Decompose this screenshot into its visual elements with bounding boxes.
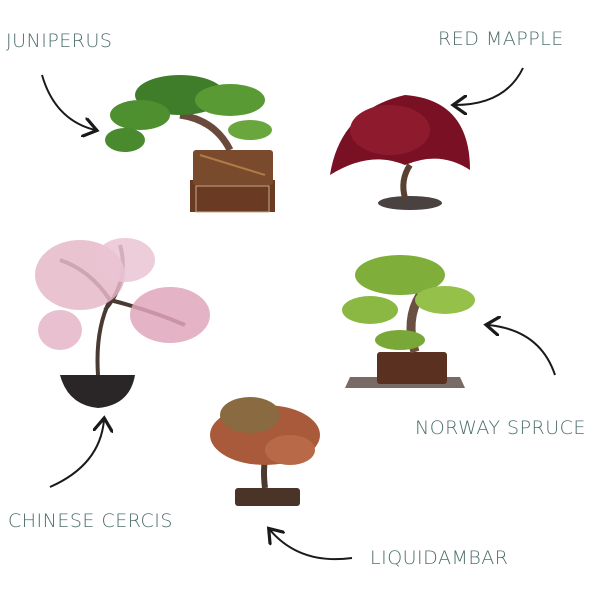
- red-mapple-tree-image: [330, 95, 470, 210]
- norway-spruce-tree-image: [342, 255, 475, 388]
- liquidambar-tree-image: [210, 397, 320, 506]
- chinese-cercis-tree-image: [35, 238, 210, 408]
- label-juniperus: JUNIPERUS: [6, 30, 113, 52]
- label-red-mapple: RED MAPPLE: [438, 28, 564, 50]
- arrow-liquidambar: [270, 530, 353, 561]
- arrow-juniperus: [41, 74, 95, 130]
- label-norway-spruce: NORWAY SPRUCE: [415, 417, 586, 439]
- juniperus-tree-image: [105, 75, 275, 213]
- label-liquidambar: LIQUIDAMBAR: [370, 547, 509, 569]
- arrow-norway-spruce: [488, 325, 556, 376]
- label-chinese-cercis: CHINESE CERCIS: [8, 510, 173, 532]
- arrow-red-mapple: [455, 67, 524, 105]
- arrow-chinese-cercis: [49, 420, 104, 488]
